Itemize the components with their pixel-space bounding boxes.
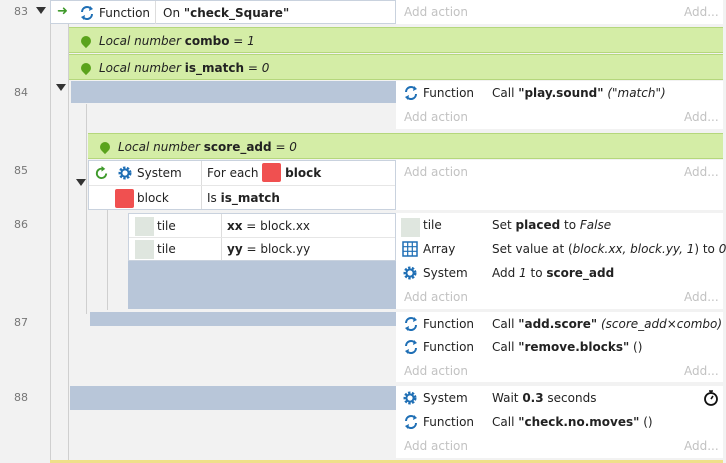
action-object: Function bbox=[423, 317, 475, 331]
add-more-link[interactable]: Add... bbox=[684, 5, 719, 19]
add-action-link[interactable]: Add action bbox=[404, 165, 468, 179]
event-84-actions: Function Call "play.sound" ("match") Add… bbox=[396, 81, 723, 129]
action-object: System bbox=[423, 391, 468, 405]
action-object: tile bbox=[423, 218, 442, 232]
pin-icon bbox=[78, 60, 94, 76]
add-more-link[interactable]: Add... bbox=[684, 110, 719, 124]
action-row[interactable]: Function Call "check.no.moves" () bbox=[396, 410, 723, 434]
add-action-link[interactable]: Add action bbox=[404, 364, 468, 378]
line-number: 88 bbox=[14, 391, 28, 404]
action-text: Call "play.sound" ("match") bbox=[492, 86, 666, 100]
condition-object: block bbox=[137, 191, 169, 205]
loop-icon bbox=[94, 166, 109, 181]
pin-icon bbox=[97, 139, 113, 155]
event-83-actions: Add action Add... bbox=[396, 0, 723, 24]
block-object-icon bbox=[262, 163, 282, 182]
action-row[interactable]: System Add 1 to score_add bbox=[396, 261, 723, 285]
array-grid-icon bbox=[402, 241, 418, 257]
event-85-actions: Add action Add... bbox=[396, 160, 723, 210]
event-88-actions: System Wait 0.3 seconds Function Call "c… bbox=[396, 386, 723, 458]
line-number-gutter bbox=[0, 0, 50, 463]
line-number: 83 bbox=[14, 5, 28, 18]
action-text: Add 1 to score_add bbox=[492, 266, 615, 280]
condition-object: System bbox=[137, 166, 182, 180]
condition-text: For each block bbox=[207, 161, 321, 185]
add-action-link[interactable]: Add action bbox=[404, 290, 468, 304]
condition-object: Function bbox=[99, 6, 151, 20]
line-number: 84 bbox=[14, 86, 28, 99]
function-loop-arrows-icon bbox=[403, 339, 419, 355]
add-action-link[interactable]: Add action bbox=[404, 439, 468, 453]
event-83-condition[interactable]: ➜ Function On "check_Square" bbox=[50, 0, 396, 24]
local-variable-score-add[interactable]: Local number score_add = 0 bbox=[88, 133, 723, 159]
stopwatch-icon bbox=[703, 390, 719, 406]
condition-text: On "check_Square" bbox=[163, 6, 290, 20]
condition-text: xx = block.xx bbox=[227, 219, 311, 233]
collapse-toggle-icon[interactable] bbox=[56, 84, 66, 91]
event-87-actions: Function Call "add.score" (score_add×com… bbox=[396, 312, 723, 382]
collapse-toggle-icon[interactable] bbox=[36, 7, 46, 14]
action-text: Set placed to False bbox=[492, 218, 612, 232]
line-number: 85 bbox=[14, 164, 28, 177]
condition-text: Is is_match bbox=[207, 191, 280, 205]
action-text: Call "add.score" (score_add×combo) bbox=[492, 317, 723, 331]
function-loop-arrows-icon bbox=[403, 414, 419, 430]
local-variable-is-match[interactable]: Local number is_match = 0 bbox=[69, 54, 723, 80]
next-event-strip bbox=[50, 460, 723, 463]
tree-line bbox=[50, 0, 51, 463]
condition-object: tile bbox=[157, 242, 176, 256]
tile-object-icon bbox=[135, 240, 154, 259]
event-85-conditions[interactable]: System For each block block Is is_match bbox=[88, 160, 396, 210]
line-number: 87 bbox=[14, 316, 28, 329]
action-object: Function bbox=[423, 86, 475, 100]
block-object-icon bbox=[115, 189, 134, 208]
trigger-arrow-icon: ➜ bbox=[57, 4, 68, 19]
event-87-condition-area[interactable] bbox=[90, 312, 396, 326]
line-number: 86 bbox=[14, 218, 28, 231]
add-action-link[interactable]: Add action bbox=[404, 5, 468, 19]
pin-icon bbox=[78, 33, 94, 49]
action-row[interactable]: Function Call "remove.blocks" () bbox=[396, 335, 723, 359]
action-text: Call "check.no.moves" () bbox=[492, 415, 653, 429]
event-86-condition-area[interactable] bbox=[128, 261, 396, 309]
action-object: Array bbox=[423, 242, 456, 256]
action-object: Function bbox=[423, 340, 475, 354]
action-text: Set value at (block.xx, block.yy, 1) to … bbox=[492, 242, 726, 256]
action-object: Function bbox=[423, 415, 475, 429]
add-more-link[interactable]: Add... bbox=[684, 364, 719, 378]
function-loop-arrows-icon bbox=[79, 5, 95, 21]
event-88-condition-area[interactable] bbox=[70, 386, 396, 410]
function-loop-arrows-icon bbox=[403, 85, 419, 101]
tree-line bbox=[68, 24, 69, 463]
action-object: System bbox=[423, 266, 468, 280]
action-row[interactable]: Function Call "add.score" (score_add×com… bbox=[396, 312, 723, 336]
gear-icon bbox=[117, 165, 133, 181]
condition-object: tile bbox=[157, 219, 176, 233]
function-loop-arrows-icon bbox=[403, 316, 419, 332]
event-86-actions: tile Set placed to False Array Set value… bbox=[396, 213, 726, 309]
action-row[interactable]: Array Set value at (block.xx, block.yy, … bbox=[396, 237, 726, 261]
collapse-toggle-icon[interactable] bbox=[76, 179, 86, 186]
add-more-link[interactable]: Add... bbox=[684, 439, 719, 453]
action-text: Call "remove.blocks" () bbox=[492, 340, 643, 354]
condition-text: yy = block.yy bbox=[227, 242, 311, 256]
tree-line bbox=[107, 186, 108, 310]
add-more-link[interactable]: Add... bbox=[684, 165, 719, 179]
gear-icon bbox=[402, 265, 418, 281]
tile-object-icon bbox=[401, 218, 420, 237]
action-row[interactable]: tile Set placed to False bbox=[396, 213, 723, 237]
gear-icon bbox=[402, 390, 418, 406]
event-86-conditions[interactable]: tile xx = block.xx tile yy = block.yy bbox=[128, 213, 396, 261]
action-row[interactable]: System Wait 0.3 seconds bbox=[396, 386, 723, 410]
action-row[interactable]: Function Call "play.sound" ("match") bbox=[396, 81, 723, 105]
action-text: Wait 0.3 seconds bbox=[492, 391, 597, 405]
event-84-condition-area[interactable] bbox=[71, 81, 396, 103]
tile-object-icon bbox=[135, 217, 154, 236]
local-variable-combo[interactable]: Local number combo = 1 bbox=[69, 27, 723, 53]
tree-line bbox=[86, 104, 87, 314]
add-action-link[interactable]: Add action bbox=[404, 110, 468, 124]
add-more-link[interactable]: Add... bbox=[684, 290, 719, 304]
